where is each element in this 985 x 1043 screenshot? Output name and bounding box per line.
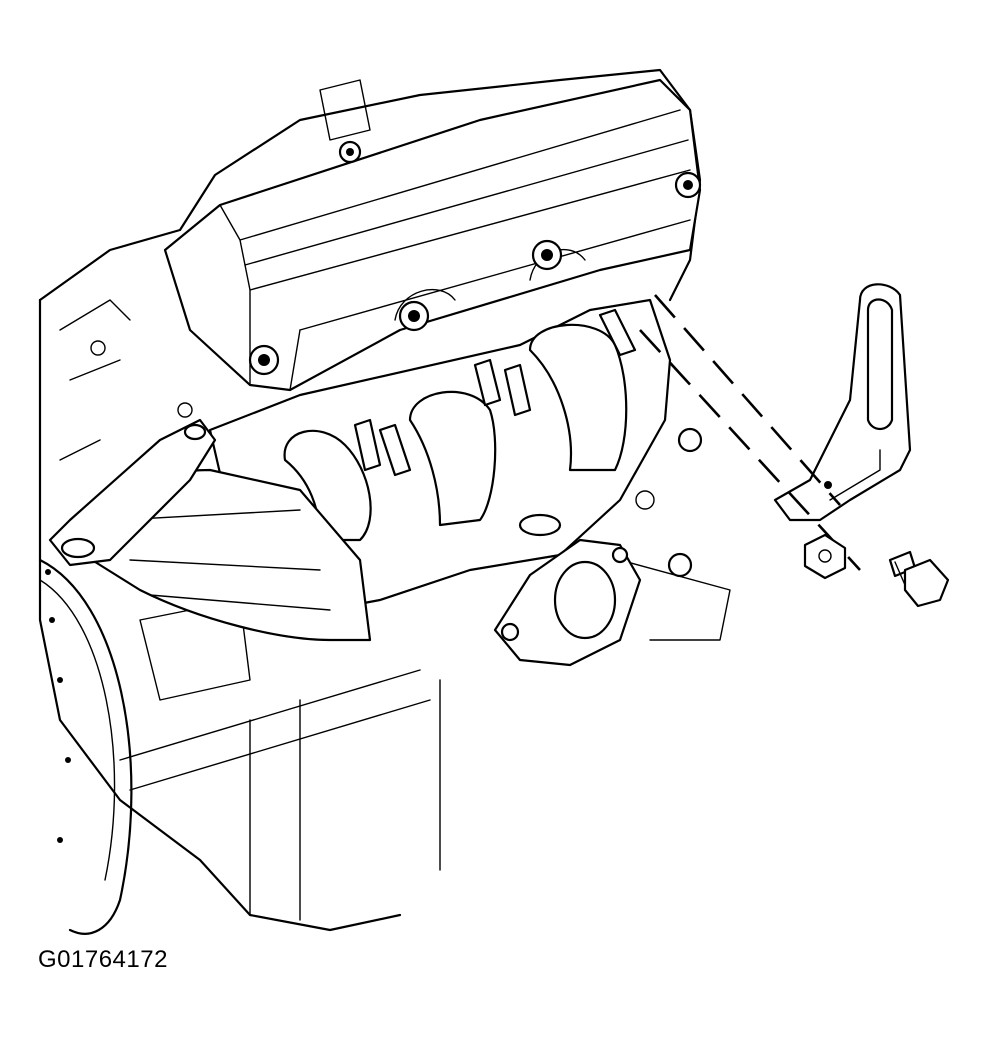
bolt-icon [398, 300, 430, 332]
flywheel [38, 558, 133, 935]
alignment-lines [639, 294, 861, 571]
bolt-icon [888, 550, 950, 608]
manifold-studs [353, 308, 703, 578]
exhaust-manifold [48, 298, 672, 667]
valve-cover-bolts [248, 140, 702, 376]
nut-icon [803, 533, 847, 580]
bolt-icon [338, 140, 362, 164]
figure-id-label: G01764172 [38, 946, 168, 973]
heat-shield-bracket [773, 283, 912, 522]
bolt-icon [674, 171, 702, 199]
valve-cover [163, 78, 702, 392]
bolt-icon [248, 344, 280, 376]
bolt-icon [531, 239, 563, 271]
